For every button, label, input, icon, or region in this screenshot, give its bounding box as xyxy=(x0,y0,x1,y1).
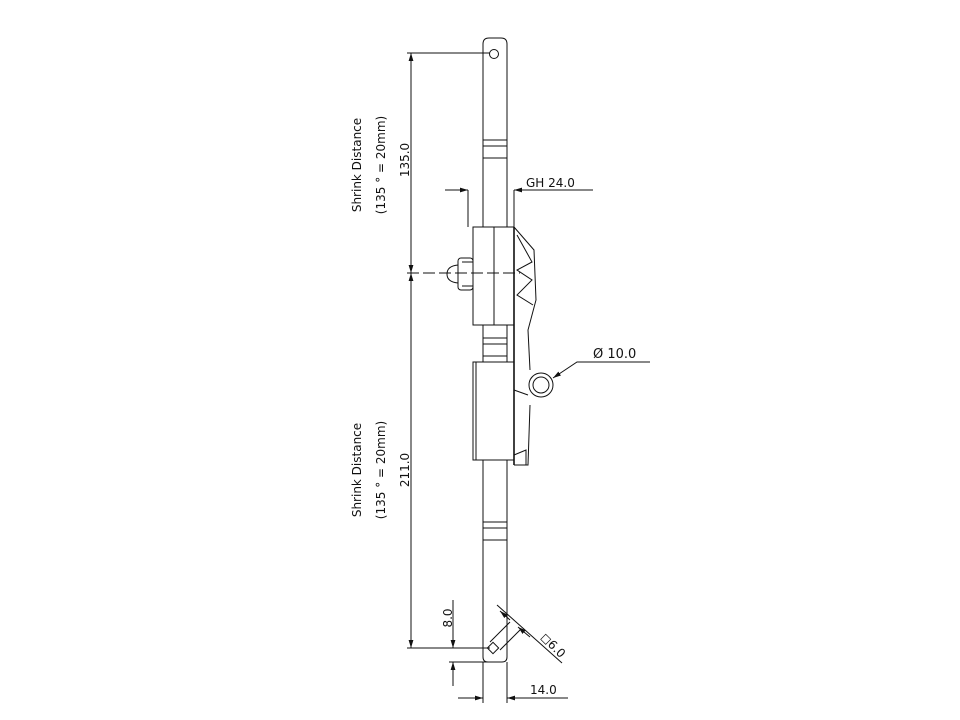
lower-dim-value: 211.0 xyxy=(398,453,412,487)
upper-block xyxy=(472,226,515,326)
square-dimension xyxy=(496,604,563,664)
ring-diameter-label: Ø 10.0 xyxy=(593,347,636,362)
square-hole xyxy=(486,641,500,655)
top-hole xyxy=(489,49,499,59)
lever xyxy=(513,226,537,466)
upper-dim-value: 135.0 xyxy=(398,143,412,177)
lower-dim-note-2: (135 ° = 20mm) xyxy=(374,421,388,519)
lower-dim-note-1: Shrink Distance xyxy=(350,423,364,517)
rod-width-label: 14.0 xyxy=(530,683,557,697)
upper-dim-note-1: Shrink Distance xyxy=(350,118,364,212)
rod-width-dimension xyxy=(458,662,568,703)
upper-dim-note-2: (135 ° = 20mm) xyxy=(374,116,388,214)
rod xyxy=(482,37,521,663)
grooves xyxy=(483,139,507,541)
vertical-dimensions xyxy=(407,52,490,649)
lower-block xyxy=(472,361,515,461)
ring-leader xyxy=(552,361,650,379)
end-offset-label: 8.0 xyxy=(441,608,455,627)
gh-dim-label: GH 24.0 xyxy=(526,176,575,190)
end-offset-dimension xyxy=(449,600,490,686)
knob xyxy=(446,257,474,291)
ring xyxy=(528,372,554,398)
gh-dimension xyxy=(445,187,593,227)
